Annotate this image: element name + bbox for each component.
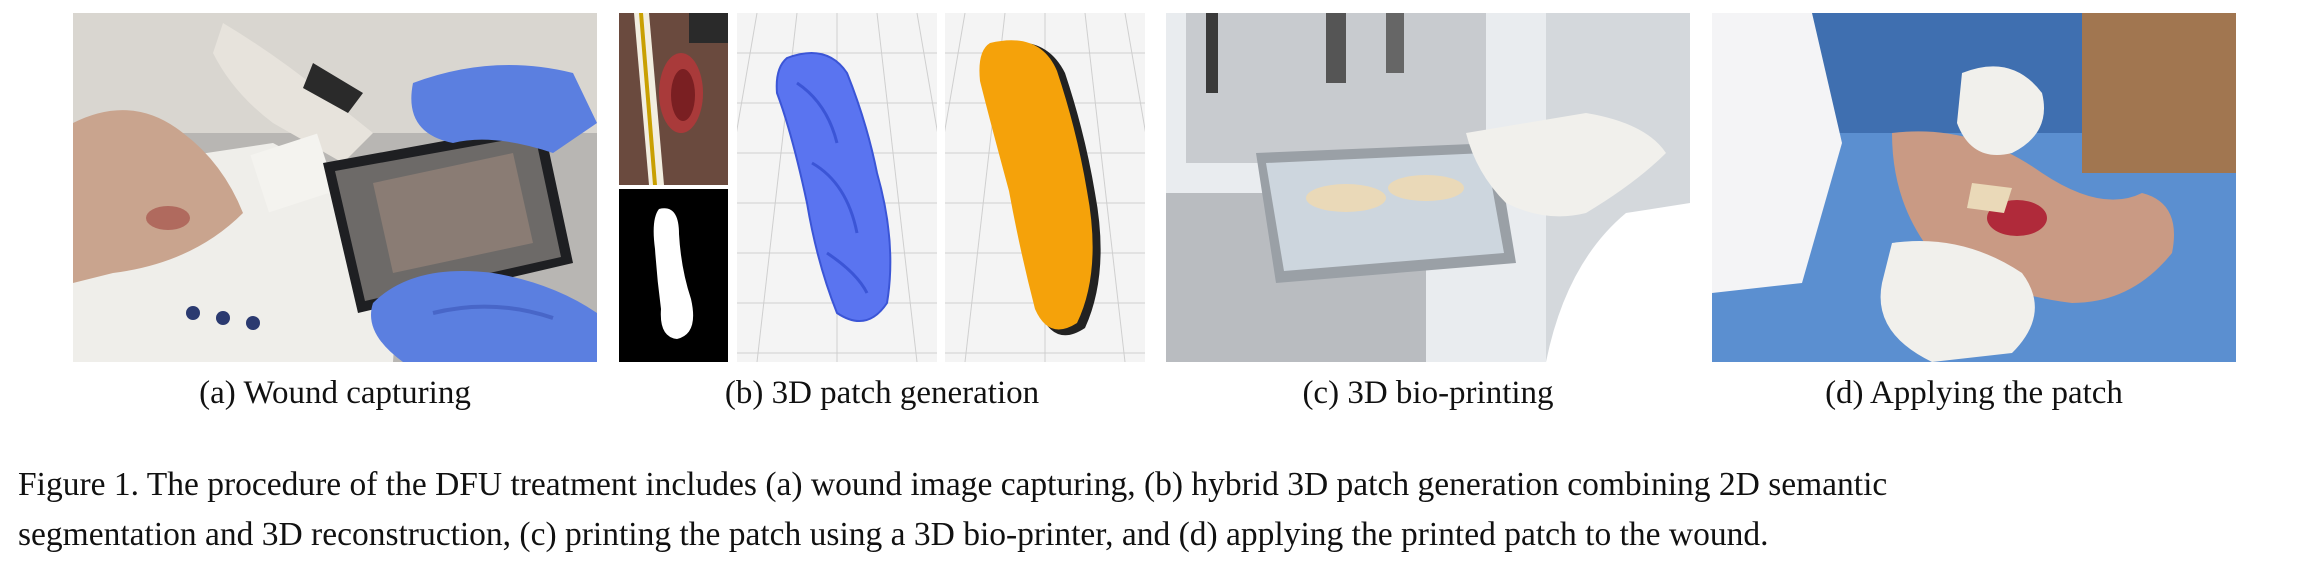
- subcaption-d: (d) Applying the patch: [1825, 375, 2123, 411]
- subcaption-a: (a) Wound capturing: [199, 375, 471, 411]
- photo-applying-patch: [1712, 13, 2236, 362]
- 3d-patch-model: [945, 13, 1145, 362]
- segmentation-mask-image: [619, 189, 728, 362]
- figure-caption-line: Figure 1. The procedure of the DFU treat…: [18, 466, 1888, 503]
- figure-caption: Figure 1. The procedure of the DFU treat…: [18, 460, 2298, 560]
- photo-wound-capturing: [73, 13, 597, 362]
- figure-caption-line: segmentation and 3D reconstruction, (c) …: [18, 516, 1769, 553]
- photo-wound-closeup: [619, 13, 728, 185]
- subcaption-c: (c) 3D bio-printing: [1302, 375, 1554, 411]
- photo-3d-bio-printer: [1166, 13, 1690, 362]
- subcaption-b: (b) 3D patch generation: [724, 375, 1040, 411]
- 3d-mesh-reconstruction: [737, 13, 937, 362]
